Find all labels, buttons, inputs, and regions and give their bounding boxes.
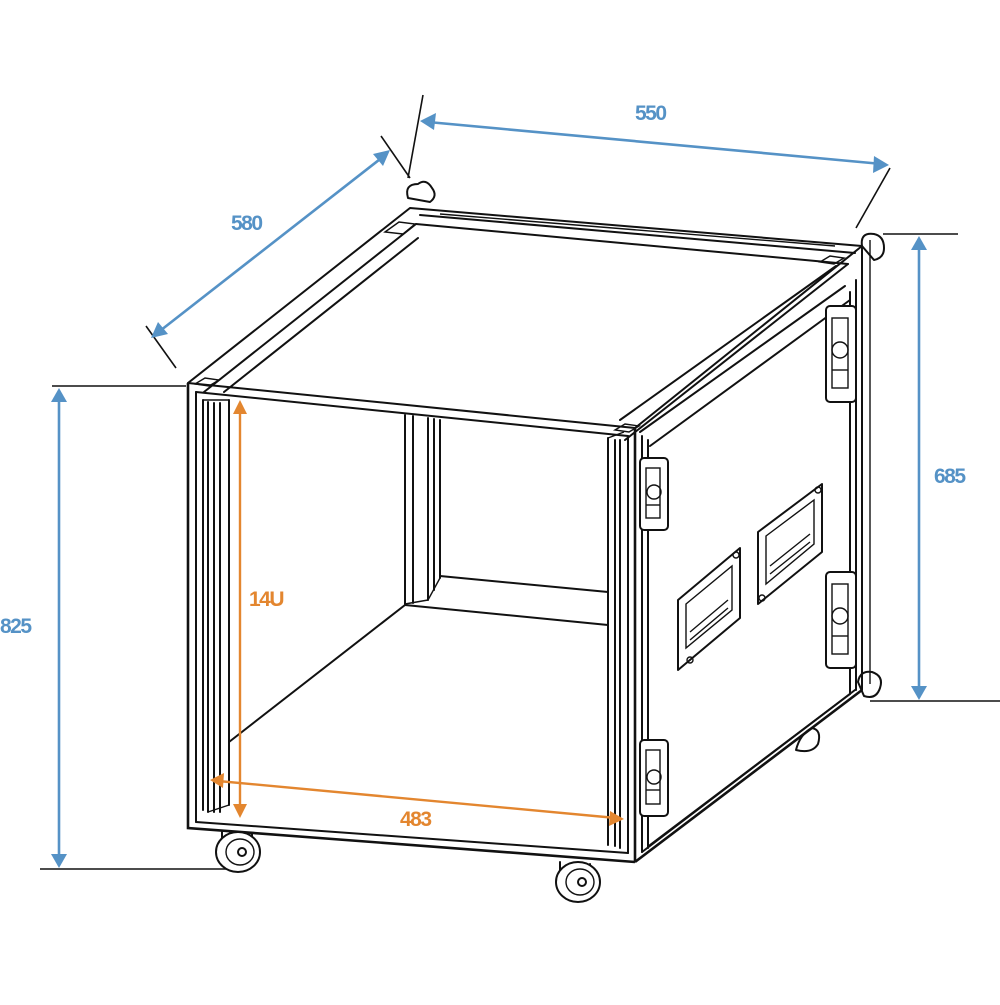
dimension-rack-units-arrow	[233, 400, 247, 818]
left-rack-rail	[202, 399, 230, 813]
dimension-rack-units-label: 14U	[249, 588, 285, 611]
dimension-rack-width-arrow	[210, 773, 624, 826]
latch-front-top	[639, 457, 669, 531]
castor-front-left	[215, 831, 261, 873]
rear-rack-rail	[404, 414, 441, 605]
dimension-total-height-label: 825	[0, 615, 32, 638]
dimension-total-height-arrow	[51, 388, 67, 868]
dimension-case-height-label: 685	[934, 465, 966, 488]
front-face	[186, 383, 637, 864]
handle-right	[757, 483, 823, 605]
latch-front-bottom	[639, 739, 669, 817]
dimension-rack-width-label: 483	[400, 808, 432, 831]
latch-rear-top	[825, 305, 857, 403]
handle-left	[677, 547, 741, 671]
dimension-width-label: 550	[635, 102, 667, 125]
dimension-depth-label: 580	[231, 212, 263, 235]
top-frame	[187, 180, 885, 698]
castor-rear-right	[795, 727, 821, 753]
dimension-case-height-arrow	[911, 236, 927, 700]
latches	[639, 305, 857, 817]
dimension-depth-arrow	[151, 150, 390, 338]
outer-dimension-arrows	[51, 113, 927, 868]
castors	[215, 727, 821, 903]
inner-dimension-arrows	[210, 400, 624, 826]
latch-rear-bottom	[825, 571, 857, 669]
right-rack-rail	[607, 431, 625, 849]
dimension-width-arrow	[420, 113, 889, 173]
handles	[677, 483, 823, 671]
extension-lines	[40, 94, 1000, 870]
castor-front-right	[555, 861, 601, 903]
